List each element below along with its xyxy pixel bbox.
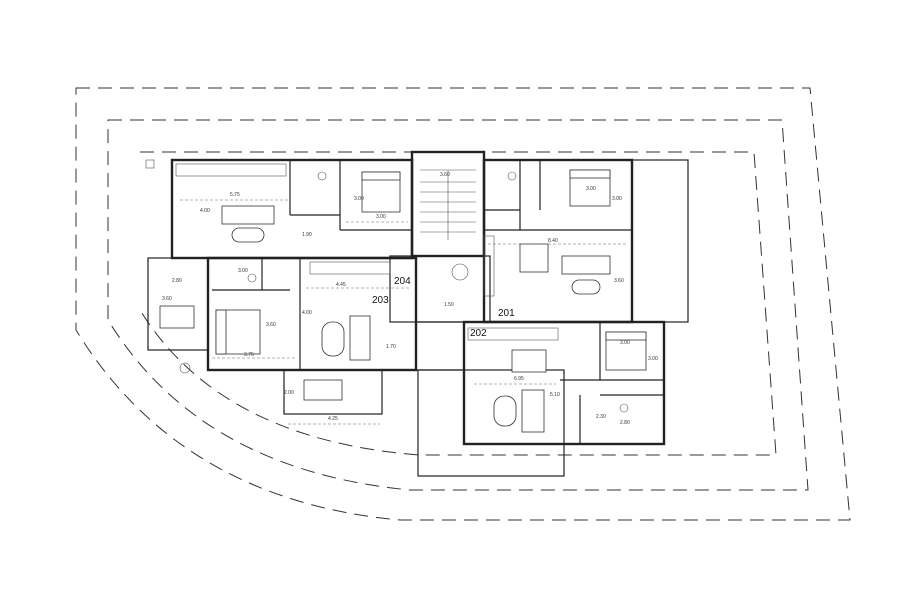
dimension-label: 6.95 <box>514 376 524 382</box>
dimension-labels: 5.75 4.00 3.00 3.00 1.90 3.60 3.00 8.40 … <box>162 172 658 426</box>
dimension-label: 3.60 <box>440 172 450 178</box>
dimension-label: 3.00 <box>586 186 596 192</box>
furniture <box>159 163 647 433</box>
dimension-lines <box>180 199 628 425</box>
unit-label-201: 201 <box>498 308 515 319</box>
dimension-label: 4.00 <box>302 310 312 316</box>
dimension-label: 3.60 <box>162 296 172 302</box>
dimension-label: 3.00 <box>648 356 658 362</box>
dimension-label: 3.00 <box>354 196 364 202</box>
dimension-label: 3.60 <box>614 278 624 284</box>
dimension-label: 3.75 <box>244 352 254 358</box>
dimension-label: 1.90 <box>302 232 312 238</box>
site-boundary <box>75 87 851 521</box>
dimension-label: 5.75 <box>230 192 240 198</box>
dimension-label: 2.80 <box>172 278 182 284</box>
drain-symbol <box>179 362 191 374</box>
dimension-label: 3.00 <box>620 340 630 346</box>
dimension-label: 1.70 <box>386 344 396 350</box>
dimension-label: 1.50 <box>444 302 454 308</box>
building-walls <box>147 150 689 477</box>
dimension-label: 4.00 <box>200 208 210 214</box>
dimension-label: 2.80 <box>620 420 630 426</box>
unit-label-204: 204 <box>394 276 411 287</box>
dimension-label: 2.00 <box>284 390 294 396</box>
interior-partitions <box>212 160 664 444</box>
dimension-label: 3.00 <box>376 214 386 220</box>
dimension-label: 3.00 <box>612 196 622 202</box>
dimension-label: 5.10 <box>550 392 560 398</box>
dimension-label: 8.40 <box>548 238 558 244</box>
north-marker <box>145 159 155 169</box>
dimension-label: 3.60 <box>266 322 276 328</box>
dimension-label: 4.25 <box>328 416 338 422</box>
unit-label-203: 203 <box>372 295 389 306</box>
unit-label-202: 202 <box>470 328 487 339</box>
dimension-label: 3.00 <box>238 268 248 274</box>
dimension-label: 2.30 <box>596 414 606 420</box>
dimension-label: 4.45 <box>336 282 346 288</box>
